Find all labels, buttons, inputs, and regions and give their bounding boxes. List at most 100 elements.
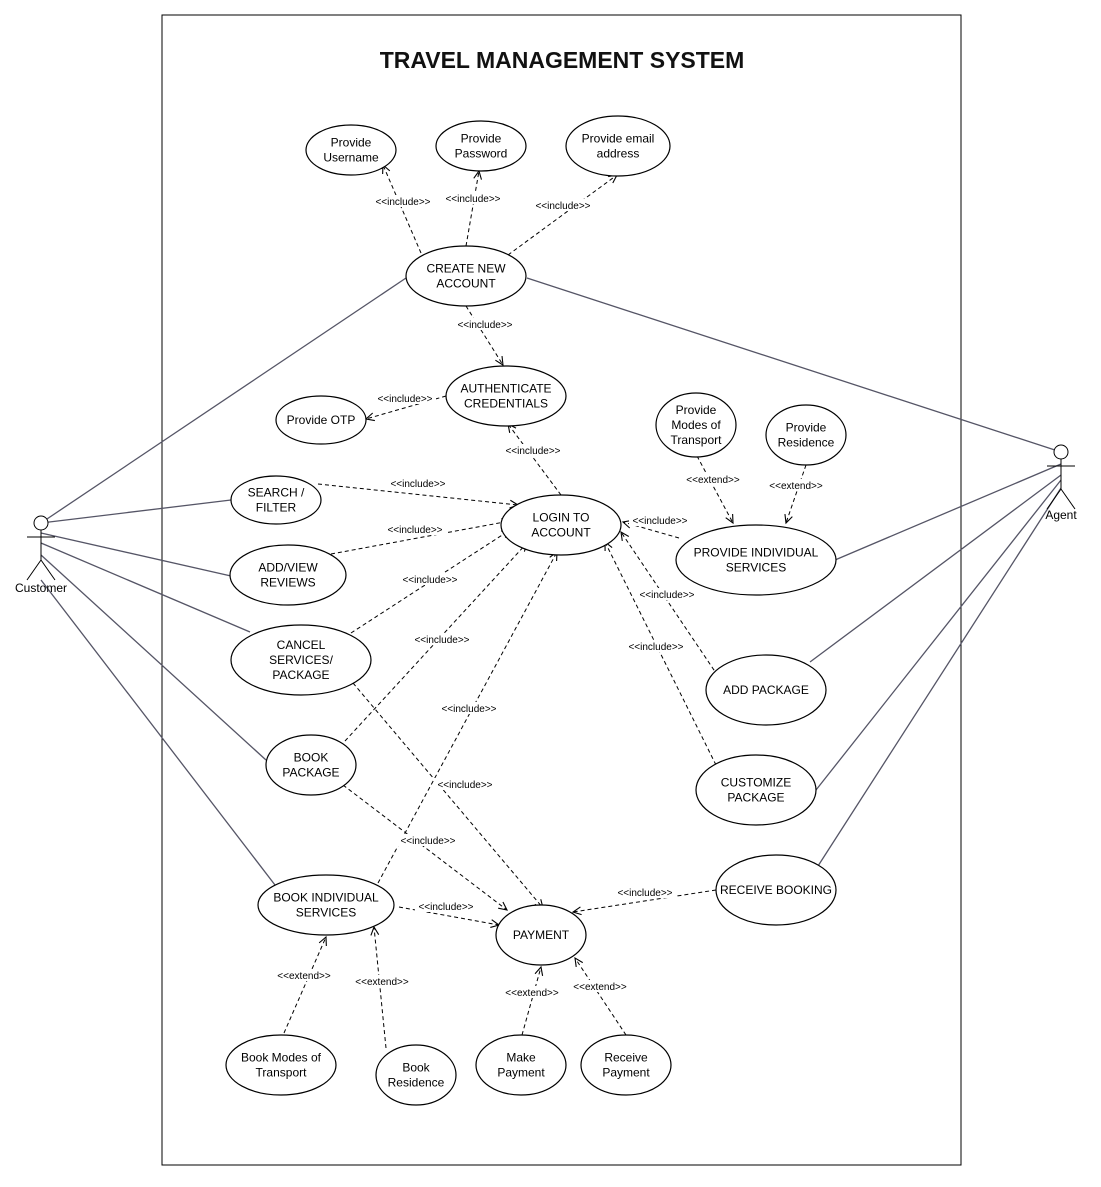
use-case-add-package[interactable]: ADD PACKAGE xyxy=(705,654,827,726)
actors-layer: Customer Agent xyxy=(15,444,1077,595)
use-case-label: Modes of xyxy=(671,418,721,432)
relationships-layer: <<include>> <<include>> <<include>> <<inclu… xyxy=(273,163,827,1049)
stick-figure-icon xyxy=(26,515,56,581)
use-case-label: ADD PACKAGE xyxy=(723,683,809,697)
dependency-arrowhead xyxy=(571,906,582,916)
association-customer-cancel-services xyxy=(40,542,251,633)
use-case-payment[interactable]: PAYMENT xyxy=(495,904,587,966)
association-agent-provide-individual xyxy=(834,463,1062,561)
dependency-arrowhead xyxy=(784,513,793,525)
actor-agent[interactable]: Agent xyxy=(1045,444,1077,522)
use-case-receive-booking[interactable]: RECEIVE BOOKING xyxy=(715,854,837,926)
use-case-label: address xyxy=(597,147,640,161)
use-case-ellipse xyxy=(435,120,527,172)
relationship-provide-modes-to-provide-individual: <<extend>> xyxy=(682,455,744,525)
dependency-label-bg xyxy=(273,969,335,981)
use-case-label: SERVICES/ xyxy=(269,653,333,667)
use-case-label: CANCEL xyxy=(277,638,326,652)
dependency-label-bg xyxy=(765,479,827,491)
use-case-ellipse xyxy=(565,115,671,177)
use-case-ellipse xyxy=(275,395,367,445)
use-case-provide-otp[interactable]: Provide OTP xyxy=(275,395,367,445)
dependency-label: <<include>> xyxy=(639,590,694,601)
use-case-label: Book xyxy=(402,1061,430,1075)
dependency-arrowhead xyxy=(495,355,504,367)
dependency-line xyxy=(382,164,422,254)
dependency-label: <<include>> xyxy=(414,635,469,646)
dependency-label: <<include>> xyxy=(535,201,590,212)
dependency-line xyxy=(317,483,519,506)
dependency-label-bg xyxy=(372,195,434,207)
dependency-line xyxy=(572,889,717,913)
association-customer-add-view-reviews xyxy=(40,532,232,577)
use-case-ellipse xyxy=(655,392,737,458)
relationship-receive-payment-to-payment: <<extend>> xyxy=(569,956,631,1036)
dependency-label-bg xyxy=(569,980,631,992)
dependency-label: <<extend>> xyxy=(686,475,740,486)
use-case-label: CREDENTIALS xyxy=(464,397,548,411)
dependency-line xyxy=(465,170,480,247)
use-case-label: FILTER xyxy=(256,501,297,515)
dependency-label-bg xyxy=(682,473,744,485)
dependency-label: <<extend>> xyxy=(573,982,627,993)
association-agent-receive-booking xyxy=(817,487,1062,867)
relationship-book-package-to-payment: <<include>> xyxy=(342,784,509,911)
relationship-book-package-to-login: <<include>> xyxy=(344,542,528,742)
use-case-search-filter[interactable]: SEARCH /FILTER xyxy=(230,475,322,525)
dependency-label: <<include>> xyxy=(375,197,430,208)
use-case-label: Username xyxy=(323,151,379,165)
use-case-label: SERVICES xyxy=(726,561,786,575)
dependency-line xyxy=(785,464,807,524)
dependency-line xyxy=(507,423,562,496)
dependency-label-bg xyxy=(434,778,496,790)
association-agent-customize-package xyxy=(815,479,1062,791)
actor-customer[interactable]: Customer xyxy=(15,515,67,595)
actor-label: Customer xyxy=(15,581,67,595)
use-case-ellipse xyxy=(375,1044,457,1106)
dependency-label: <<include>> xyxy=(628,642,683,653)
dependency-label-bg xyxy=(501,986,563,998)
use-case-label: Payment xyxy=(497,1066,545,1080)
use-case-ellipse xyxy=(715,854,837,926)
use-case-label: Provide xyxy=(331,136,372,150)
dependency-label-bg xyxy=(636,588,698,600)
dependency-label-bg xyxy=(415,900,477,912)
use-case-label: PACKAGE xyxy=(282,766,339,780)
use-case-label: REVIEWS xyxy=(260,576,315,590)
dependency-label: <<include>> xyxy=(418,902,473,913)
use-case-ellipse xyxy=(475,1034,567,1096)
use-case-label: RECEIVE BOOKING xyxy=(720,883,832,897)
relationship-book-residence-to-book-individual: <<extend>> xyxy=(351,925,413,1049)
use-case-ellipse xyxy=(229,544,347,606)
relationship-receive-booking-to-payment: <<include>> xyxy=(571,886,717,916)
use-case-label: Provide xyxy=(461,132,502,146)
dependency-line xyxy=(620,531,719,677)
use-case-ellipse xyxy=(225,1034,337,1096)
dependency-label: <<include>> xyxy=(505,446,560,457)
dependency-label: <<include>> xyxy=(617,888,672,899)
dependency-arrowhead xyxy=(620,530,630,541)
dependency-arrowhead xyxy=(534,965,544,976)
dependency-line xyxy=(465,305,504,366)
dependency-label: <<include>> xyxy=(400,836,455,847)
dependency-arrowhead xyxy=(498,901,509,911)
use-case-label: Provide OTP xyxy=(287,413,356,427)
